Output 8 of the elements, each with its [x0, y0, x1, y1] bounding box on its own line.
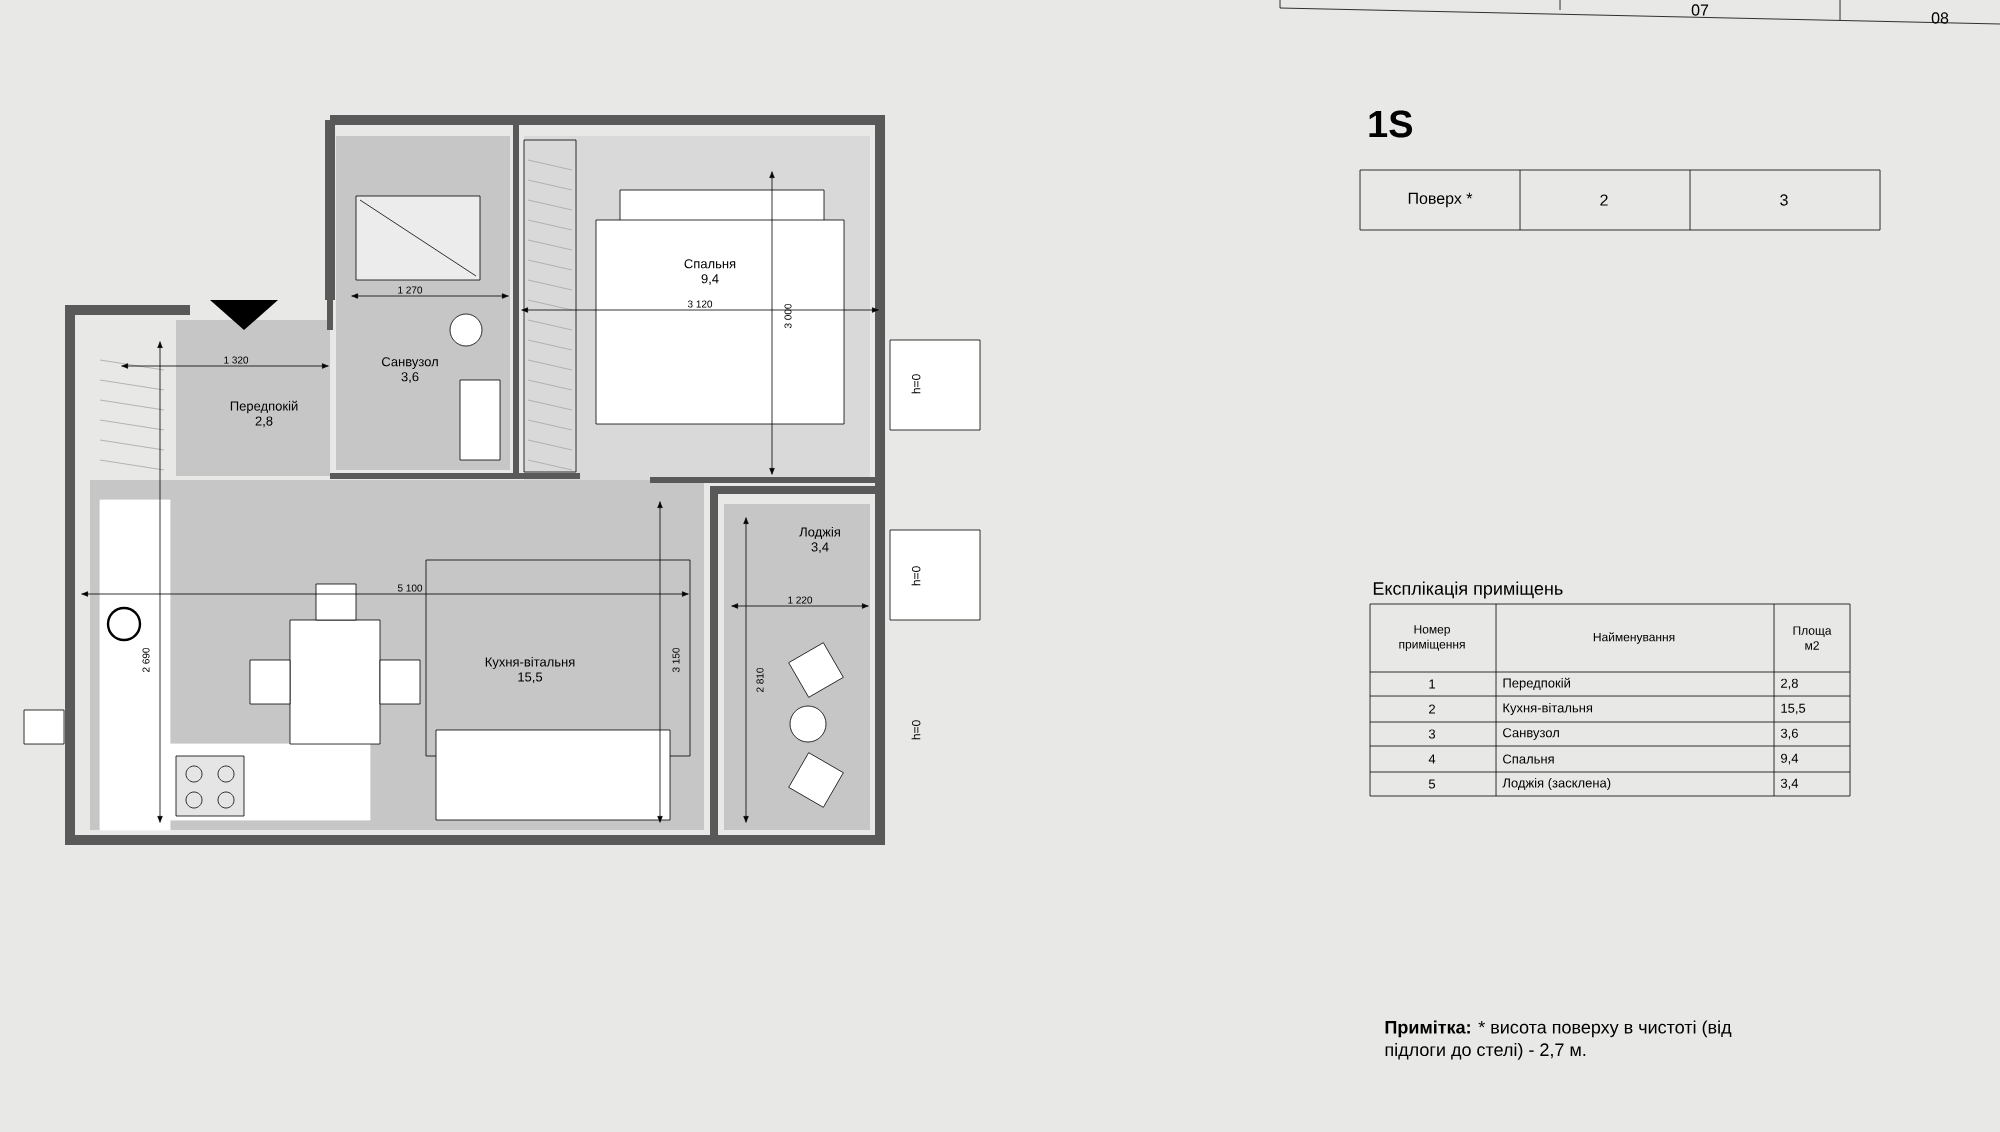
- table-heading: Експлікація приміщень: [1373, 581, 1563, 599]
- table-text: 2: [1600, 194, 1608, 206]
- plan-code: 1S: [1369, 110, 1413, 138]
- table-text: Поверх *: [1408, 192, 1473, 208]
- table-text: 07: [1691, 4, 1709, 16]
- table-text: 08: [1931, 12, 1949, 24]
- table-text: 3: [1780, 194, 1788, 206]
- note-text: Примітка:* висота поверху в чистоті (від підлоги до стелі) - 2,7 м.: [1385, 1020, 1732, 1060]
